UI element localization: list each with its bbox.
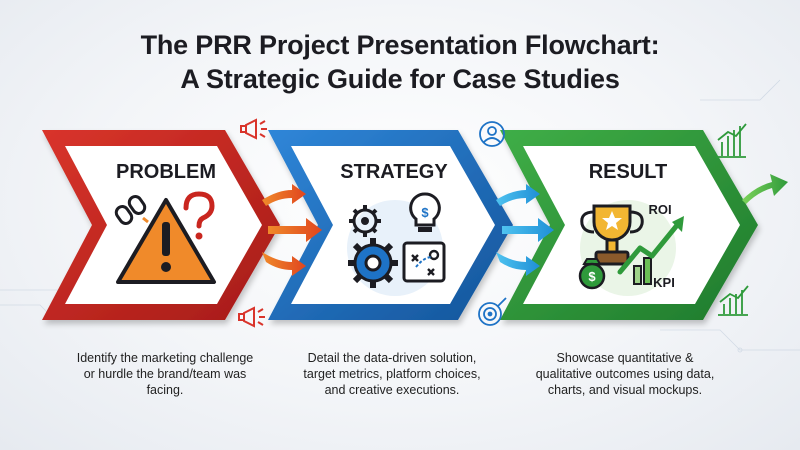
page-title: The PRR Project Presentation Flowchart: … xyxy=(0,28,800,96)
broken-chain-icon xyxy=(114,195,149,225)
megaphone-icon xyxy=(240,118,267,140)
step-description-strategy: Detail the data-driven solution, target … xyxy=(303,351,481,397)
title-line-1: The PRR Project Presentation Flowchart: xyxy=(140,30,660,60)
growth-chart-icon xyxy=(716,123,747,158)
step-description-result: Showcase quantitative & qualitative outc… xyxy=(535,351,715,397)
target-icon xyxy=(478,297,507,326)
audience-icon xyxy=(479,121,505,147)
step-description-problem: Identify the marketing challenge or hurd… xyxy=(76,351,254,397)
kpi-label: KPI xyxy=(653,275,675,290)
step-label-result: RESULT xyxy=(589,161,668,183)
question-mark-icon xyxy=(183,191,215,240)
trophy-growth-icon: $ ROI KPI xyxy=(578,200,684,296)
arrows-strategy-to-result xyxy=(496,184,554,276)
roi-label: ROI xyxy=(648,202,671,217)
step-label-strategy: STRATEGY xyxy=(340,161,448,183)
svg-text:$: $ xyxy=(588,269,596,284)
exit-arrow xyxy=(742,174,788,204)
megaphone-icon-2 xyxy=(238,306,265,328)
step-label-problem: PROBLEM xyxy=(116,161,216,183)
warning-triangle-icon xyxy=(116,198,216,284)
title-line-2: A Strategic Guide for Case Studies xyxy=(180,64,620,94)
svg-text:$: $ xyxy=(421,205,429,220)
growth-chart-icon-2 xyxy=(718,285,749,316)
arrows-problem-to-strategy xyxy=(262,184,322,276)
gears-lightbulb-icon: $ xyxy=(347,192,446,296)
